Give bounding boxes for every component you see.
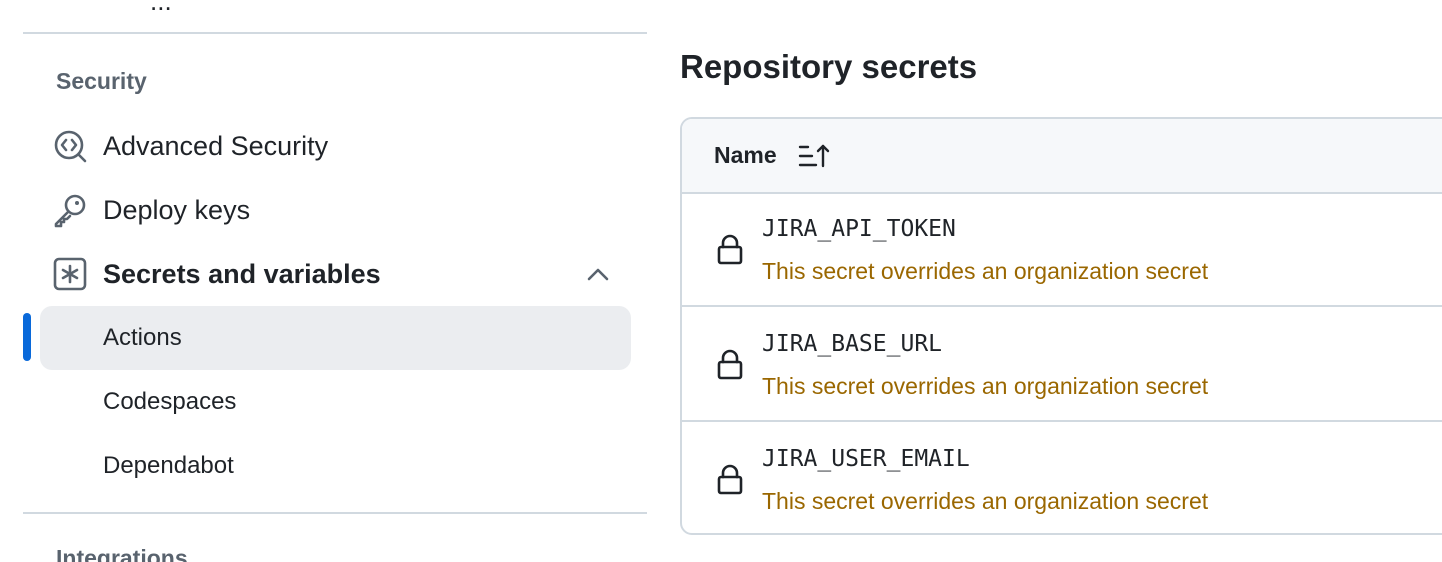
table-row[interactable]: JIRA_USER_EMAIL This secret overrides an… <box>682 424 1442 533</box>
secret-name: JIRA_BASE_URL <box>762 331 943 357</box>
sidebar-item-label: Deploy keys <box>103 195 251 225</box>
sidebar-heading-integrations: Integrations <box>56 545 188 562</box>
secret-name: JIRA_API_TOKEN <box>762 216 956 242</box>
sidebar-divider <box>23 512 647 514</box>
table-row[interactable]: JIRA_API_TOKEN This secret overrides an … <box>682 194 1442 307</box>
secret-override-note: This secret overrides an organization se… <box>762 488 1209 514</box>
sidebar-item-secrets-and-variables[interactable]: Secrets and variables <box>40 242 631 306</box>
settings-sidebar: ... Security Advanced Security <box>0 0 660 562</box>
sidebar-subitem-label: Dependabot <box>103 452 234 479</box>
codescan-icon <box>52 128 88 164</box>
sidebar-item-label: Secrets and variables <box>103 259 381 289</box>
sidebar-item-deploy-keys[interactable]: Deploy keys <box>40 178 631 242</box>
secrets-table: Name J <box>680 117 1442 535</box>
sidebar-heading-security: Security <box>56 68 147 94</box>
table-row[interactable]: JIRA_BASE_URL This secret overrides an o… <box>682 309 1442 422</box>
secret-name: JIRA_USER_EMAIL <box>762 446 970 472</box>
asterisk-icon <box>52 256 88 292</box>
secret-override-note: This secret overrides an organization se… <box>762 373 1209 399</box>
chevron-up-icon[interactable] <box>584 262 612 286</box>
sidebar-subitem-actions[interactable]: Actions <box>40 306 631 370</box>
page-title: Repository secrets <box>680 48 978 85</box>
sort-ascending-icon[interactable] <box>798 143 832 169</box>
active-indicator <box>23 313 31 361</box>
secrets-main: Repository secrets Name <box>680 0 1442 562</box>
sidebar-item-cut-off[interactable]: ... <box>150 0 172 16</box>
table-header: Name <box>682 119 1442 194</box>
lock-icon <box>716 234 744 266</box>
lock-icon <box>716 464 744 496</box>
sidebar-item-advanced-security[interactable]: Advanced Security <box>40 114 631 178</box>
sidebar-divider <box>23 32 647 34</box>
name-column-header[interactable]: Name <box>714 142 777 168</box>
sidebar-item-label: Advanced Security <box>103 131 329 161</box>
key-icon <box>52 192 88 228</box>
lock-icon <box>716 349 744 381</box>
sidebar-subitem-label: Codespaces <box>103 388 237 415</box>
secret-override-note: This secret overrides an organization se… <box>762 258 1209 284</box>
sidebar-subitem-codespaces[interactable]: Codespaces <box>40 370 631 434</box>
sidebar-subitem-dependabot[interactable]: Dependabot <box>40 434 631 498</box>
sidebar-subitem-label: Actions <box>103 324 182 351</box>
